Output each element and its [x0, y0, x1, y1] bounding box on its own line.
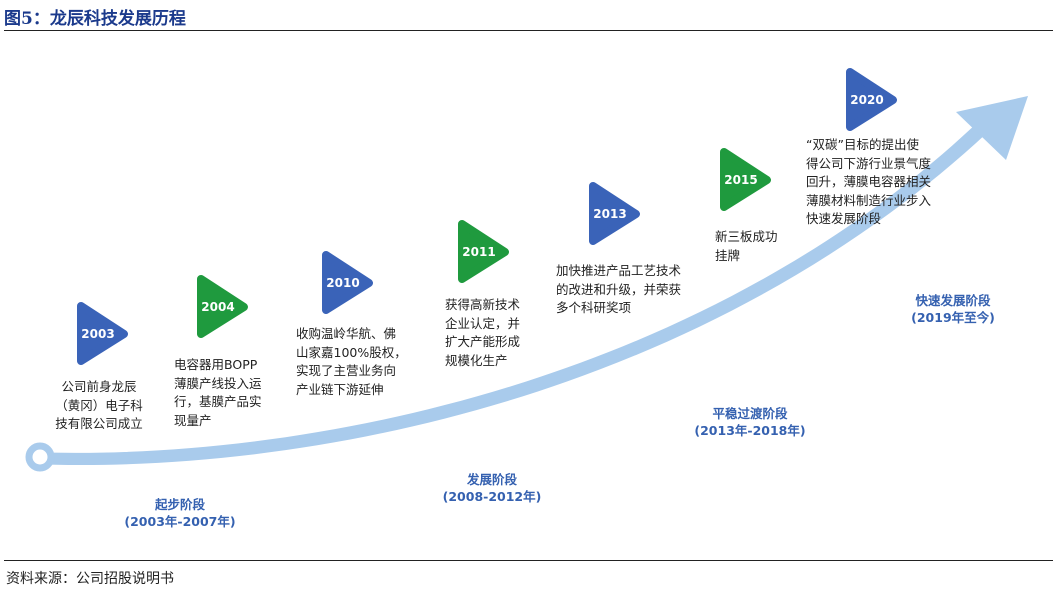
year-2011: 2011 [462, 245, 495, 259]
bottom-rule [4, 560, 1053, 561]
phase-startup: 起步阶段 (2003年-2007年) [124, 497, 236, 529]
desc-2004: 电容器用BOPP 薄膜产线投入运 行，基膜产品实 现量产 [174, 357, 262, 428]
marker-2020: 2020 [846, 68, 897, 131]
marker-2011: 2011 [458, 220, 509, 283]
figure-title: 图5：龙辰科技发展历程 [4, 9, 186, 29]
desc-2011: 获得高新技术 企业认定，并 扩大产能形成 规模化生产 [445, 297, 521, 368]
desc-2003: 公司前身龙辰 （黄冈）电子科 技有限公司成立 [55, 379, 143, 431]
year-2020: 2020 [850, 93, 883, 107]
growth-arrow-start [25, 442, 55, 472]
desc-2015: 新三板成功 挂牌 [715, 229, 778, 263]
marker-2010: 2010 [322, 251, 373, 314]
growth-arrow-head [956, 96, 1028, 160]
marker-2013: 2013 [589, 182, 640, 245]
year-2010: 2010 [326, 276, 359, 290]
top-rule [4, 30, 1053, 31]
desc-2020: “双碳”目标的提出使 得公司下游行业景气度 回升，薄膜电容器相关 薄膜材料制造行… [806, 137, 932, 226]
year-2003: 2003 [81, 327, 114, 341]
year-2004: 2004 [201, 300, 234, 314]
growth-arrow-body [30, 122, 988, 466]
desc-2013: 加快推进产品工艺技术 的改进和升级，并荣获 多个科研奖项 [556, 263, 682, 315]
source-note: 资料来源：公司招股说明书 [6, 571, 174, 587]
year-2015: 2015 [724, 173, 757, 187]
year-2013: 2013 [593, 207, 626, 221]
desc-2010: 收购温岭华航、佛 山家嘉100%股权， 实现了主营业务向 产业链下游延伸 [296, 326, 407, 397]
phase-development: 发展阶段 (2008-2012年) [442, 472, 542, 504]
phase-rapid-growth: 快速发展阶段 (2019年至今) [911, 293, 995, 325]
phase-steady-transition: 平稳过渡阶段 (2013年-2018年) [694, 406, 806, 438]
marker-2003: 2003 [77, 302, 128, 365]
marker-2004: 2004 [197, 275, 248, 338]
marker-2015: 2015 [720, 148, 771, 211]
